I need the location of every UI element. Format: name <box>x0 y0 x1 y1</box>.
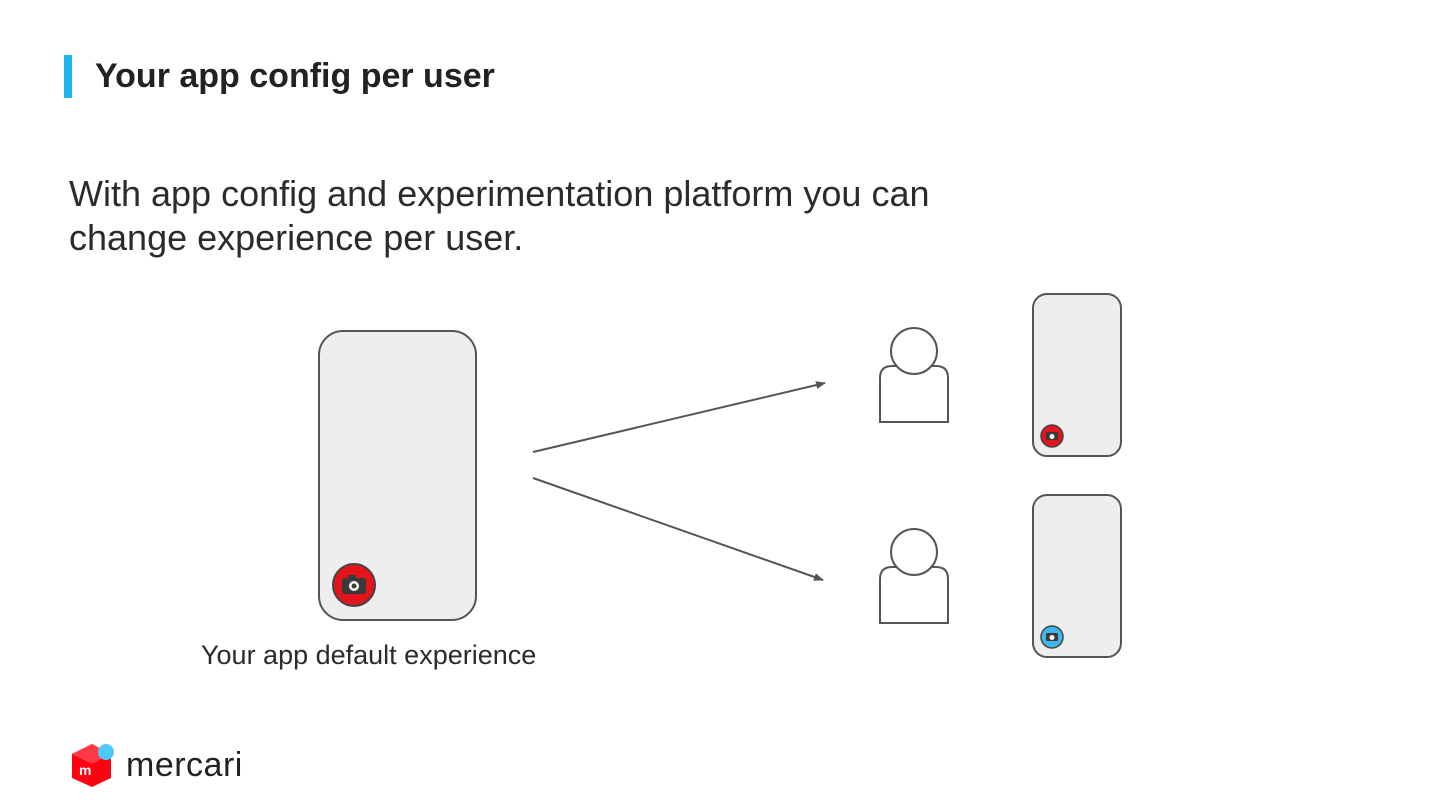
camera-icon <box>332 563 376 607</box>
camera-icon <box>1040 424 1064 448</box>
camera-icon <box>1040 625 1064 649</box>
body-text: With app config and experimentation plat… <box>69 172 1129 260</box>
default-experience-caption: Your app default experience <box>201 640 537 670</box>
user-icon <box>879 528 949 624</box>
body-line: With app config and experimentation plat… <box>69 173 930 214</box>
variant-phone-a <box>1032 293 1122 457</box>
body-line: change experience per user. <box>69 217 524 258</box>
svg-text:m: m <box>79 762 91 778</box>
mercari-logo: m mercari <box>70 742 243 788</box>
variant-phone-b <box>1032 494 1122 658</box>
user-icon <box>879 327 949 423</box>
arrow-to-user-b <box>532 477 824 581</box>
mercari-logo-mark-icon: m <box>72 744 114 787</box>
title-accent-bar <box>64 55 72 98</box>
arrow-to-user-a <box>532 381 826 453</box>
logo-wordmark: mercari <box>126 745 243 784</box>
default-phone <box>318 330 477 621</box>
page-title: Your app config per user <box>95 57 495 95</box>
